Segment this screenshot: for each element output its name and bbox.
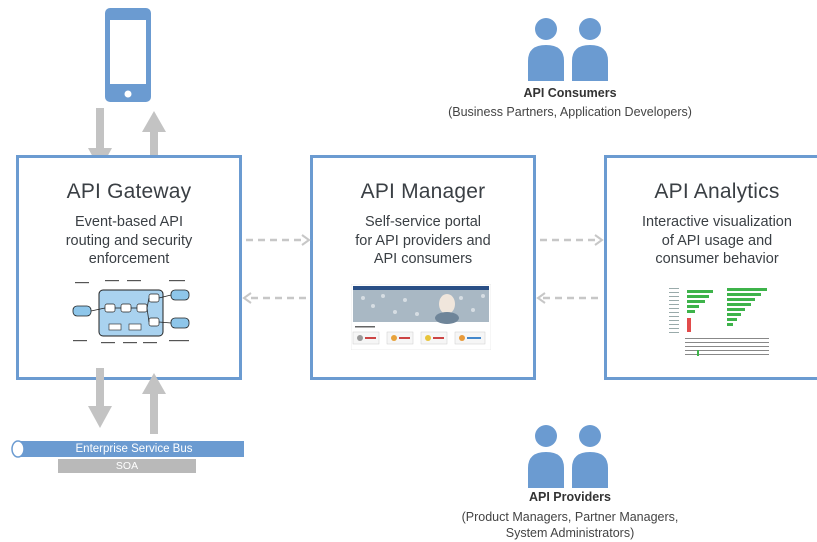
bus-pipe-icon [11,440,244,458]
providers-person-icon [528,425,608,488]
providers-subtitle: (Product Managers, Partner Managers, Sys… [461,510,679,540]
analytics-dashboard-thumbnail [667,284,775,358]
consumers-person-icon [528,18,608,81]
consumers-subtitle: (Business Partners, Application Develope… [448,105,692,119]
api-gateway-description: Event-based API routing and security enf… [65,214,193,267]
consumers-title: API Consumers [523,86,617,100]
api-analytics-box: API Analytics Interactive visualization … [604,155,817,380]
api-manager-title: API Manager [360,180,486,203]
soa-label: SOA [115,460,139,472]
providers-title: API Providers [529,490,611,504]
bus-label: Enterprise Service Bus [75,443,193,455]
api-analytics-title: API Analytics [654,180,780,203]
api-manager-description: Self-service portal for API providers an… [355,214,491,267]
portal-screenshot-thumbnail [351,284,491,350]
enterprise-service-bus: Enterprise Service Bus SOA [10,439,246,473]
gateway-flow-thumbnail [72,280,190,344]
api-analytics-description: Interactive visualization of API usage a… [642,214,792,267]
api-gateway-title: API Gateway [66,180,192,203]
dashed-arrows [242,234,604,304]
smartphone-icon [105,8,151,102]
api-gateway-box: API Gateway Event-based API routing and … [16,155,242,380]
gateway-esb-arrows [88,368,166,434]
soa-bar [58,459,196,473]
api-manager-box: API Manager Self-service portal for API … [310,155,536,380]
